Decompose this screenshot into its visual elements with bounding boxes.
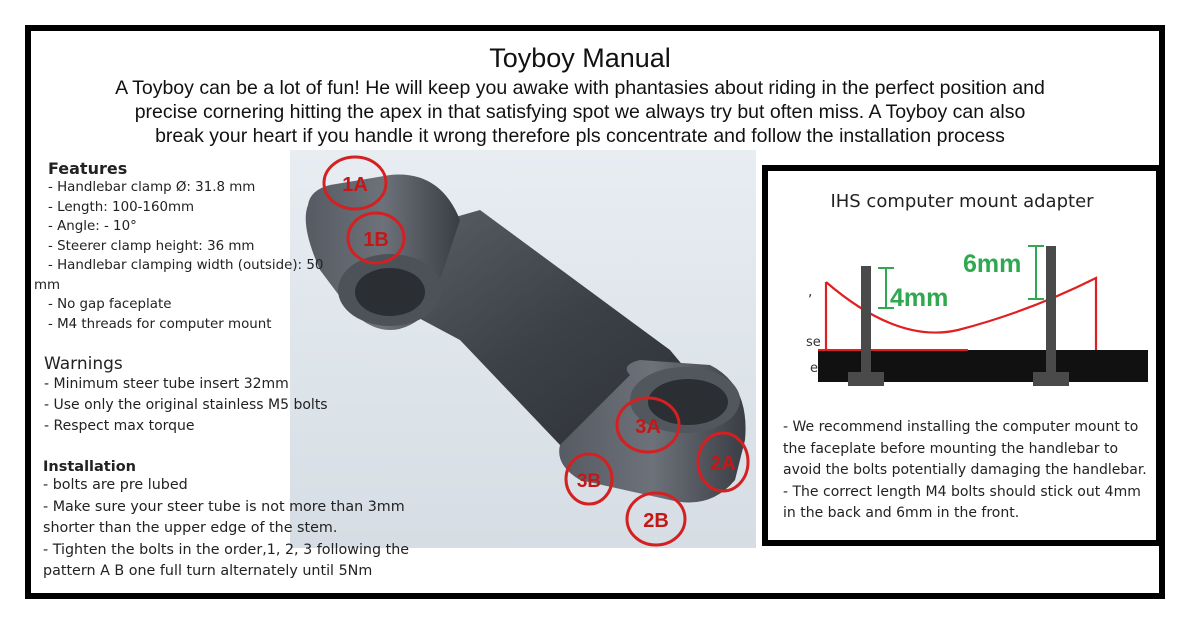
feature-item: - M4 threads for computer mount — [48, 316, 272, 332]
intro-line: A Toyboy can be a lot of fun! He will ke… — [115, 77, 1045, 99]
page-title: Toyboy Manual — [489, 43, 671, 73]
installation-heading: Installation — [43, 459, 136, 475]
installation-item: - Tighten the bolts in the order,1, 2, 3… — [43, 541, 410, 580]
features-section: Features - Handlebar clamp Ø: 31.8 mm - … — [34, 159, 324, 334]
right-bolt-shaft — [1046, 246, 1056, 376]
feature-item: - Handlebar clamping width (outside): 50 — [48, 258, 324, 273]
ihs-notes: - We recommend installing the computer m… — [783, 417, 1155, 525]
intro-line: precise cornering hitting the apex in th… — [134, 101, 1026, 123]
warnings-heading: Warnings — [44, 354, 123, 374]
warning-item: - Respect max torque — [44, 418, 195, 434]
edge-text: e — [810, 361, 818, 376]
feature-item: - No gap faceplate — [48, 297, 172, 312]
ihs-diagram: 4mm 6mm , se e — [806, 245, 1148, 386]
warning-item: - Minimum steer tube insert 32mm — [44, 376, 289, 392]
intro-paragraph: A Toyboy can be a lot of fun! He will ke… — [60, 76, 1100, 148]
ihs-title: IHS computer mount adapter — [830, 191, 1094, 212]
feature-item: - Angle: - 10° — [48, 219, 137, 234]
feature-item: mm — [34, 277, 61, 293]
warnings-section: Warnings - Minimum steer tube insert 32m… — [44, 354, 344, 437]
installation-item: - bolts are pre lubed — [43, 477, 188, 493]
ihs-adapter-box: IHS computer mount adapter 4mm 6mm , se … — [762, 165, 1162, 546]
label-6mm: 6mm — [963, 250, 1021, 278]
intro-line: break your heart if you handle it wrong … — [155, 125, 1005, 147]
features-heading: Features — [48, 159, 128, 178]
feature-item: - Length: 100-160mm — [48, 199, 195, 215]
left-bolt-head — [848, 372, 884, 386]
edge-text: se — [806, 335, 821, 350]
lower-clamp-hole — [648, 379, 728, 425]
feature-item: - Steerer clamp height: 36 mm — [48, 238, 255, 254]
warning-item: - Use only the original stainless M5 bol… — [44, 397, 328, 413]
ihs-note: - We recommend installing the computer m… — [783, 419, 1147, 479]
installation-section: Installation - bolts are pre lubed - Mak… — [43, 459, 443, 583]
installation-item: - Make sure your steer tube is not more … — [43, 498, 405, 537]
feature-item: - Handlebar clamp Ø: 31.8 mm — [48, 180, 256, 195]
left-bolt-shaft — [861, 266, 871, 376]
right-bolt-head — [1033, 372, 1069, 386]
label-4mm: 4mm — [890, 284, 948, 312]
upper-clamp-hole — [355, 268, 425, 316]
ihs-note: - The correct length M4 bolts should sti… — [783, 483, 1141, 522]
edge-text: , — [808, 284, 812, 300]
